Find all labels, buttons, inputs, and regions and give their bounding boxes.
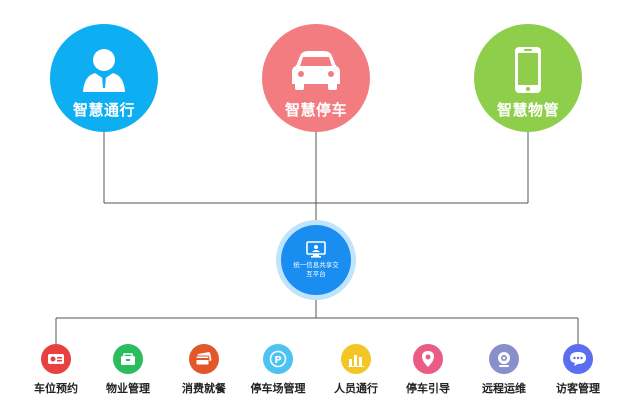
module-parking-lot-management: P 停车场管理: [238, 344, 318, 396]
module-label: 停车引导: [406, 382, 450, 395]
phone-icon: [501, 45, 555, 95]
module-label: 访客管理: [556, 382, 600, 395]
svg-text:P: P: [274, 355, 281, 366]
module-visitor-management: 访客管理: [538, 344, 618, 396]
chart-icon: [341, 344, 371, 374]
platform-hub: 统一信息共享交互平台: [276, 220, 356, 300]
smart-parking-label: 智慧停车: [284, 100, 347, 119]
monitor-icon: [306, 241, 326, 258]
module-label: 人员通行: [334, 382, 378, 395]
smart-parking-node: 智慧停车: [262, 24, 370, 132]
person-icon: [77, 45, 131, 95]
smart-property-node: 智慧物管: [474, 24, 582, 132]
chat-icon: [563, 344, 593, 374]
module-property-management: 物业管理: [88, 344, 168, 396]
module-label: 远程运维: [482, 382, 526, 395]
module-label: 消费就餐: [182, 382, 226, 395]
property-icon: [113, 344, 143, 374]
platform-hub-core: 统一信息共享交互平台: [281, 225, 351, 295]
module-remote-maintenance: 远程运维: [464, 344, 544, 396]
module-label: 物业管理: [106, 382, 150, 395]
module-personnel-access: 人员通行: [316, 344, 396, 396]
module-parking-guidance: 停车引导: [388, 344, 468, 396]
camera-icon: [489, 344, 519, 374]
module-parking-reservation: 车位预约: [16, 344, 96, 396]
platform-hub-label: 统一信息共享交互平台: [293, 261, 339, 278]
module-dining: 消费就餐: [164, 344, 244, 396]
module-label: 车位预约: [34, 382, 78, 395]
parking-icon: P: [263, 344, 293, 374]
module-label: 停车场管理: [250, 382, 306, 395]
card-icon: [189, 344, 219, 374]
car-icon: [289, 45, 343, 95]
smart-access-label: 智慧通行: [72, 100, 135, 119]
location-icon: [413, 344, 443, 374]
smart-property-label: 智慧物管: [496, 100, 559, 119]
reservation-icon: [41, 344, 71, 374]
smart-access-node: 智慧通行: [50, 24, 158, 132]
